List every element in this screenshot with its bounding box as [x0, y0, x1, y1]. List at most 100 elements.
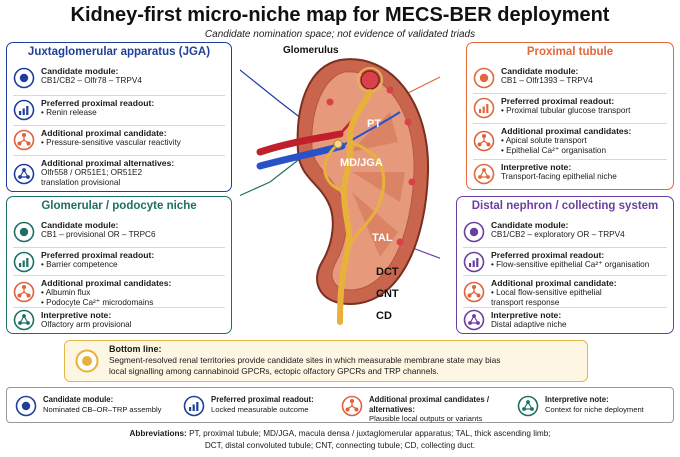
- legend-head: Candidate module:: [43, 395, 114, 404]
- pt-addl-row: Additional proximal candidates:• Apical …: [471, 125, 669, 159]
- distal-nephron-panel: Distal nephron / collecting system Candi…: [456, 196, 674, 334]
- pt-readout-head: Preferred proximal readout:: [501, 96, 615, 106]
- macula-densa-marker: [333, 139, 343, 149]
- abbreviations: Abbreviations: PT, proximal tubule; MD/J…: [40, 428, 640, 452]
- bottom-line-text-2: local signalling among cannabinoid GPCRs…: [109, 366, 439, 376]
- renal-artery: [256, 130, 344, 156]
- legend-item-readout: Preferred proximal readout:Locked measur…: [183, 391, 333, 421]
- legend-text: Nominated CB–OR–TRP assembly: [43, 404, 162, 414]
- distal-tubule-branch: [323, 145, 345, 194]
- pt-module-head: Candidate module:: [501, 66, 579, 76]
- abbreviations-line2: DCT, distal convoluted tubule; CNT, conn…: [204, 441, 476, 450]
- glom-panel-title: Glomerular / podocyte niche: [41, 200, 197, 212]
- network-icon: [13, 309, 35, 331]
- distal-module-text: CB1/CB2 – exploratory OR – TRPV4: [491, 230, 625, 239]
- target-icon: [13, 67, 35, 89]
- pt-module-text: CB1 – Olfr1393 – TRPV4: [501, 76, 593, 85]
- glom-module-row: Candidate module:CB1 – provisional OR – …: [11, 219, 227, 247]
- jga-panel: Juxtaglomerular apparatus (JGA) Candidat…: [6, 42, 232, 192]
- glom-module-text: CB1 – provisional OR – TRPC6: [41, 230, 156, 239]
- glom-readout-row: Preferred proximal readout:• Barrier com…: [11, 249, 227, 275]
- bottom-line-head: Bottom line:: [109, 344, 162, 354]
- jga-alt-row: Additional proximal alternatives:Olfr558…: [11, 157, 227, 191]
- abbreviations-head: Abbreviations:: [129, 429, 187, 438]
- glom-addl-head: Additional proximal candidates:: [41, 278, 172, 288]
- distal-addl-line2: transport response: [491, 298, 560, 307]
- jga-addl-text: • Pressure-sensitive vascular reactivity: [41, 138, 181, 147]
- jga-alt-line2: translation provisional: [41, 178, 121, 187]
- network-icon: [473, 163, 495, 185]
- target-icon: [15, 395, 37, 417]
- bar-chart-icon: [463, 251, 485, 273]
- branch-icon: [341, 395, 363, 417]
- target-icon: [463, 221, 485, 243]
- glomerulus-dot: [326, 98, 334, 106]
- target-icon: [75, 349, 99, 373]
- jga-module-text: CB1/CB2 – Olfr78 – TRPV4: [41, 76, 142, 85]
- distal-note-text: Distal adaptive niche: [491, 320, 567, 329]
- bar-chart-icon: [473, 97, 495, 119]
- network-icon: [517, 395, 539, 417]
- branch-icon: [13, 281, 35, 303]
- renal-pyramid: [350, 112, 398, 152]
- distal-addl-row: Additional proximal candidate:• Local fl…: [461, 277, 669, 307]
- kidney-illustration: [240, 58, 440, 325]
- branch-icon: [473, 130, 495, 152]
- label-pt: PT: [367, 118, 382, 130]
- glom-readout-head: Preferred proximal readout:: [41, 250, 155, 260]
- pt-panel-title: Proximal tubule: [526, 46, 614, 58]
- distal-readout-text: • Flow-sensitive epithelial Ca²⁺ organis…: [491, 260, 650, 269]
- distal-readout-head: Preferred proximal readout:: [491, 250, 605, 260]
- glom-note-row: Interpretive note:Olfactory arm provisio…: [11, 309, 227, 333]
- legend-head: Additional proximal candidates / alterna…: [369, 395, 490, 414]
- glom-note-head: Interpretive note:: [41, 310, 112, 320]
- label-glomerulus: Glomerulus: [283, 45, 339, 56]
- label-md-jga: MD/JGA: [340, 157, 383, 169]
- label-tal: TAL: [372, 232, 393, 244]
- glomerulus-tuft: [360, 70, 380, 90]
- distal-note-head: Interpretive note:: [491, 310, 562, 320]
- distal-module-head: Candidate module:: [491, 220, 569, 230]
- loop-of-henle: [346, 140, 386, 248]
- legend-head: Interpretive note:: [545, 395, 609, 404]
- legend-item-module: Candidate module:Nominated CB–OR–TRP ass…: [15, 391, 165, 421]
- pt-module-row: Candidate module:CB1 – Olfr1393 – TRPV4: [471, 65, 669, 93]
- pt-addl-head: Additional proximal candidates:: [501, 126, 632, 136]
- jga-addl-head: Additional proximal candidate:: [41, 128, 167, 138]
- glom-module-head: Candidate module:: [41, 220, 119, 230]
- bottom-line-box: Bottom line: Segment-resolved renal terr…: [64, 340, 588, 382]
- glomerular-panel: Glomerular / podocyte niche Candidate mo…: [6, 196, 232, 334]
- pt-note-text: Transport-facing epithelial niche: [501, 172, 617, 181]
- nephron-tubule: [337, 89, 373, 325]
- legend-item-alternatives: Additional proximal candidates / alterna…: [341, 391, 511, 423]
- pt-note-row: Interpretive note:Transport-facing epith…: [471, 161, 669, 189]
- legend-box: Candidate module:Nominated CB–OR–TRP ass…: [6, 387, 674, 423]
- bar-chart-icon: [13, 99, 35, 121]
- network-icon: [463, 309, 485, 331]
- glomerulus-dot: [396, 238, 404, 246]
- jga-module-head: Candidate module:: [41, 66, 119, 76]
- bottom-line-text-1: Segment-resolved renal territories provi…: [109, 355, 501, 365]
- pt-readout-text: • Proximal tubular glucose transport: [501, 106, 631, 115]
- page-title: Kidney-first micro-niche map for MECS-BE…: [70, 4, 610, 26]
- jga-addl-row: Additional proximal candidate:• Pressure…: [11, 127, 227, 155]
- bar-chart-icon: [13, 251, 35, 273]
- proximal-tubule-panel: Proximal tubule Candidate module:CB1 – O…: [466, 42, 674, 190]
- renal-pyramid: [352, 192, 398, 257]
- distal-addl-line1: • Local flow-sensitive epithelial: [491, 288, 602, 297]
- jga-readout-head: Preferred proximal readout:: [41, 98, 155, 108]
- glom-addl-line2: • Podocyte Ca²⁺ microdomains: [41, 298, 154, 307]
- legend-text: Context for niche deployment: [545, 404, 644, 414]
- jga-panel-title: Juxtaglomerular apparatus (JGA): [27, 46, 211, 58]
- label-cnt: CNT: [376, 288, 399, 300]
- jga-readout-row: Preferred proximal readout:• Renin relea…: [11, 97, 227, 125]
- glomerulus-dot: [408, 178, 416, 186]
- distal-readout-row: Preferred proximal readout:• Flow-sensit…: [461, 249, 669, 275]
- pt-readout-row: Preferred proximal readout:• Proximal tu…: [471, 95, 669, 123]
- pt-addl-line2: • Epithelial Ca²⁺ organisation: [501, 146, 607, 155]
- legend-text: Plausible local outputs or variants: [369, 414, 483, 423]
- glom-addl-line1: • Albumin flux: [41, 288, 91, 297]
- target-icon: [13, 221, 35, 243]
- glom-addl-row: Additional proximal candidates:• Albumin…: [11, 277, 227, 307]
- abbreviations-line1: PT, proximal tubule; MD/JGA, macula dens…: [189, 429, 551, 438]
